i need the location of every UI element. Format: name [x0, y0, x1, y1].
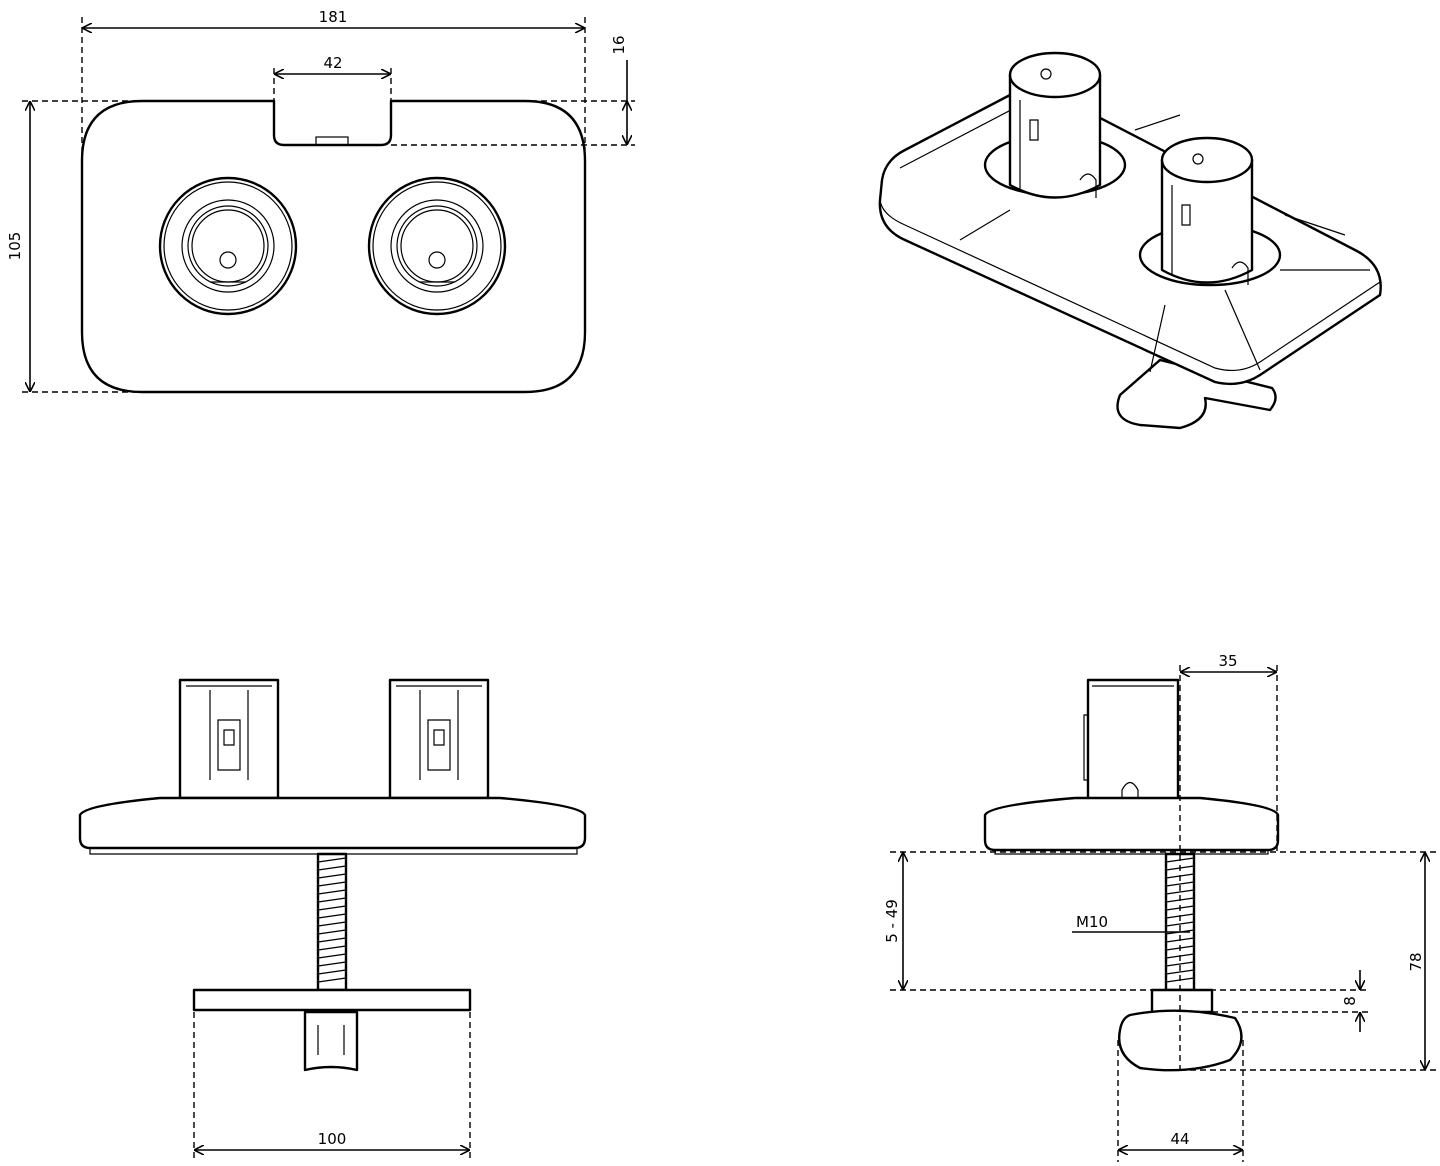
dim-notch-depth: 16 [610, 35, 628, 54]
thread-label: M10 [1076, 913, 1108, 931]
dim-total-height: 78 [1407, 952, 1425, 971]
nut [1150, 988, 1214, 1014]
front-base-plate [78, 796, 587, 850]
clamp-plate [192, 988, 472, 1012]
dim-width: 181 [319, 8, 348, 26]
iso-post-left [1008, 51, 1102, 199]
notch-tab [315, 136, 349, 146]
post-right [367, 176, 507, 316]
side-base-plate [983, 796, 1280, 852]
base-plate-outline [80, 99, 587, 394]
dim-clamp-range: 5 - 49 [883, 899, 901, 943]
iso-plate [878, 88, 1382, 386]
front-view: 100 [78, 678, 587, 1162]
dim-clamp-plate-width: 100 [318, 1130, 347, 1148]
knob [303, 1010, 359, 1072]
iso-post-right [1160, 136, 1254, 285]
dim-nut-height: 8 [1341, 996, 1359, 1006]
top-view: 181 42 16 105 [6, 8, 635, 394]
side-view: 35 5 - 49 M10 78 8 44 [883, 652, 1440, 1162]
dim-offset: 35 [1218, 652, 1237, 670]
post-left [158, 176, 298, 316]
dim-knob-width: 44 [1170, 1130, 1189, 1148]
threaded-rod [316, 852, 348, 992]
isometric-view [878, 51, 1382, 430]
dim-notch-width: 42 [323, 54, 342, 72]
dim-depth: 105 [6, 232, 24, 261]
